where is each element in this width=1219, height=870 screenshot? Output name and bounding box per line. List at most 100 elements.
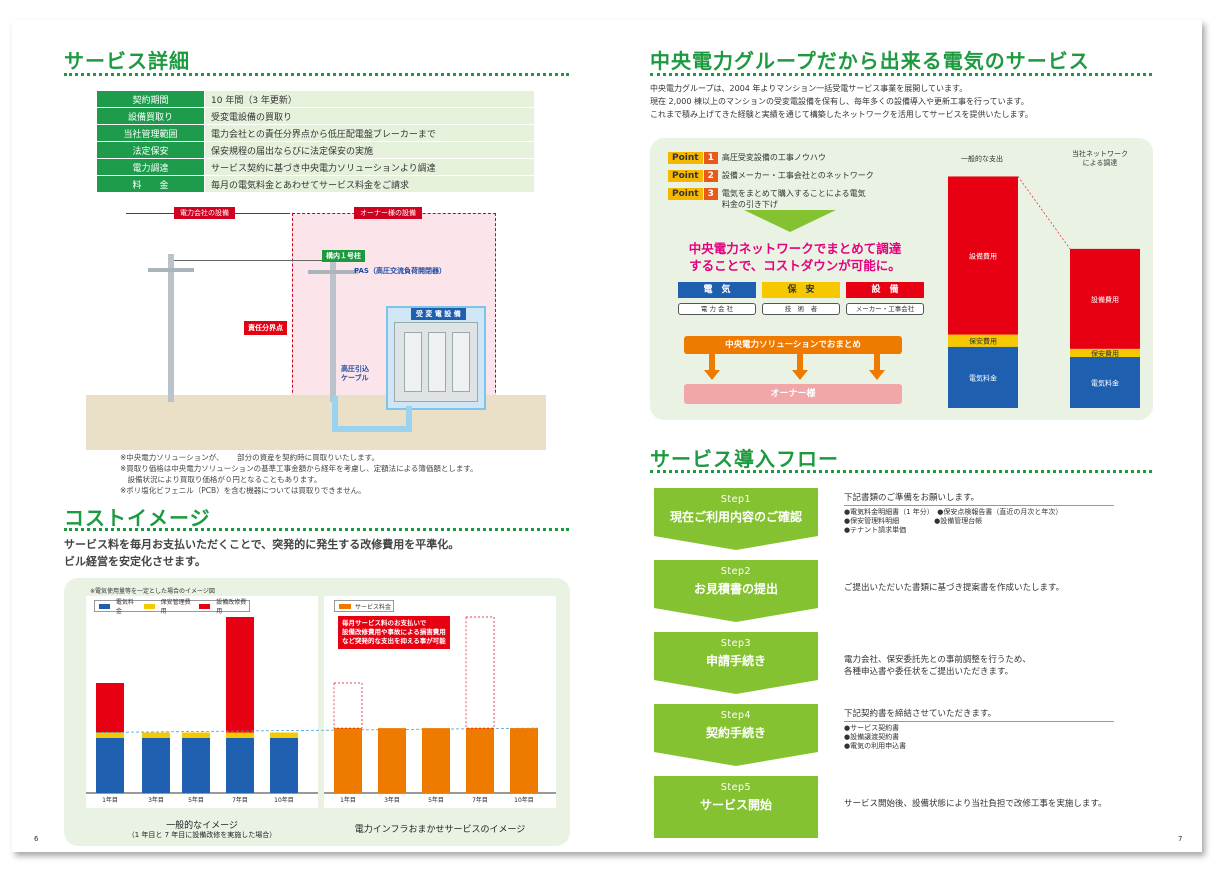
point-text: 電気をまとめて購入することによる電気 料金の引き下げ bbox=[721, 189, 866, 209]
step-title: Step4 bbox=[720, 710, 752, 721]
x-tick-label: 5年目 bbox=[428, 796, 444, 804]
cable-label: 高圧引込 ケーブル bbox=[341, 365, 369, 382]
step-item: ●保安管理料明細 ●設備管理台帳 bbox=[844, 517, 983, 525]
compare-bar-label: 設備費用 bbox=[969, 252, 997, 261]
compare-bar bbox=[1070, 348, 1140, 357]
chart-left-caption: 一般的なイメージ bbox=[166, 821, 238, 831]
point-badge: Point bbox=[668, 188, 703, 200]
category-sub: 技 術 者 bbox=[762, 303, 840, 315]
page-number-left: 6 bbox=[34, 835, 39, 843]
compare-bar-label: 保安費用 bbox=[969, 337, 997, 346]
step-arrow bbox=[654, 536, 818, 550]
point-text: 設備メーカー・工事会社とのネットワーク bbox=[721, 171, 874, 180]
bar-electric bbox=[142, 738, 170, 793]
x-tick-label: 3年目 bbox=[384, 796, 400, 804]
x-tick-label: 10年目 bbox=[274, 796, 294, 804]
bar-renovation bbox=[96, 683, 124, 733]
category: 設 備メーカー・工事会社 bbox=[846, 282, 924, 315]
bar-maintenance bbox=[270, 732, 298, 738]
table-value: 保安規程の届出ならびに法定保安の実施 bbox=[204, 141, 535, 159]
x-tick-label: 1年目 bbox=[102, 796, 118, 804]
category-row: 電 気電 力 会 社保 安技 術 者設 備メーカー・工事会社 bbox=[678, 282, 924, 318]
cost-note: ※電気使用量等を一定とした場合のイメージ図 bbox=[90, 588, 215, 595]
x-tick-label: 5年目 bbox=[188, 796, 204, 804]
table-value: 電力会社との責任分界点から低圧配電盤ブレーカーまで bbox=[204, 124, 535, 142]
bar-electric bbox=[182, 738, 210, 793]
flow-step: Step2 お見積書の提出 ご提出いただいた書類に基づき提案書を作成いたします。 bbox=[654, 560, 1164, 632]
equipment-diagram: 電力会社の設備 オーナー様の設備 構内１号柱 PAS（高圧交流負荷開閉器） 責任… bbox=[86, 207, 546, 450]
aggregate-bar: 中央電力ソリューションでおまとめ bbox=[684, 336, 902, 354]
chart-right-caption: 電力インフラおまかせサービスのイメージ bbox=[354, 825, 526, 835]
compare-bar bbox=[1070, 357, 1140, 408]
step-name: 申請手続き bbox=[705, 654, 766, 668]
x-tick-label: 10年目 bbox=[514, 796, 534, 804]
table-key: 契約期間 bbox=[96, 90, 205, 108]
premise-pole bbox=[330, 256, 336, 402]
substation-label: 受 変 電 設 備 bbox=[411, 308, 466, 320]
step-desc: 下記書類のご準備をお願いします。 bbox=[844, 492, 1114, 506]
ghost-bar bbox=[333, 682, 363, 729]
step-desc: 電力会社、保安委託先との事前調整を行うため、 各種申込書や委任状をご提出いただき… bbox=[844, 655, 1031, 677]
step-name: 契約手続き bbox=[705, 726, 766, 740]
compare-head-right: 当社ネットワーク による調達 bbox=[1072, 150, 1128, 167]
point-badge: Point bbox=[668, 152, 703, 164]
step-arrow bbox=[654, 608, 818, 622]
bar-renovation bbox=[226, 617, 254, 733]
headline: 中央電力ネットワークでまとめて調達 することで、コストダウンが可能に。 bbox=[688, 241, 902, 273]
step-box: Step3 申請手続き bbox=[654, 632, 818, 680]
table-row: 設備買取り受変電設備の買取り bbox=[96, 107, 535, 125]
step-item: ●サービス契約書 bbox=[844, 724, 900, 732]
step-name: サービス開始 bbox=[699, 798, 772, 812]
step-name: お見積書の提出 bbox=[693, 582, 778, 596]
step-name: 現在ご利用内容のご確認 bbox=[669, 510, 802, 524]
pole-label: 構内１号柱 bbox=[322, 250, 365, 262]
step-item: ●テナント請求単価 bbox=[844, 526, 907, 534]
compare-bar-label: 電気料金 bbox=[969, 373, 997, 382]
x-tick-label: 3年目 bbox=[148, 796, 164, 804]
step-box: Step2 お見積書の提出 bbox=[654, 560, 818, 608]
legend-left: 電気料金 保安管理費用 設備改修費用 bbox=[94, 599, 250, 615]
bar-service-fee bbox=[378, 728, 406, 793]
flow-step: Step3 申請手続き 電力会社、保安委託先との事前調整を行うため、 各種申込書や委… bbox=[654, 632, 1164, 704]
bar-electric bbox=[226, 738, 254, 793]
bar-electric bbox=[96, 738, 124, 793]
table-key: 料 金 bbox=[96, 175, 205, 193]
step-box: Step5 サービス開始 bbox=[654, 776, 818, 824]
compare-bar-label: 電気料金 bbox=[1091, 379, 1119, 388]
boundary-label: 責任分界点 bbox=[244, 321, 287, 335]
right-intro: 中央電力グループは、2004 年よりマンション一括受電サービス事業を展開していま… bbox=[650, 84, 1033, 119]
compare-bar-label: 保安費用 bbox=[1091, 349, 1119, 358]
step-title: Step3 bbox=[720, 638, 752, 649]
table-key: 法定保安 bbox=[96, 141, 205, 159]
table-key: 当社管理範囲 bbox=[96, 124, 205, 142]
table-value: 受変電設備の買取り bbox=[204, 107, 535, 125]
x-tick-label: 7年目 bbox=[472, 796, 488, 804]
compare-bar bbox=[948, 176, 1018, 335]
legend-right: サービス料金 bbox=[334, 600, 394, 612]
table-row: 電力調達サービス契約に基づき中央電力ソリューションより調達 bbox=[96, 158, 535, 176]
bar-maintenance bbox=[182, 732, 210, 738]
point-number: 2 bbox=[703, 170, 718, 182]
compare-bar bbox=[1070, 248, 1140, 349]
step-desc: ご提出いただいた書類に基づき提案書を作成いたします。 bbox=[844, 583, 1065, 593]
bar-service-fee bbox=[334, 728, 362, 793]
step-title: Step2 bbox=[720, 566, 752, 577]
arrow-3 bbox=[869, 370, 885, 380]
category-label: 電 気 bbox=[678, 282, 756, 298]
category-sub: メーカー・工事会社 bbox=[846, 303, 924, 315]
step-title: Step1 bbox=[720, 494, 752, 505]
table-row: 法定保安保安規程の届出ならびに法定保安の実施 bbox=[96, 141, 535, 159]
cost-divider bbox=[64, 528, 569, 531]
step-title: Step5 bbox=[720, 782, 752, 793]
compare-head-left: 一般的な支出 bbox=[961, 155, 1003, 163]
